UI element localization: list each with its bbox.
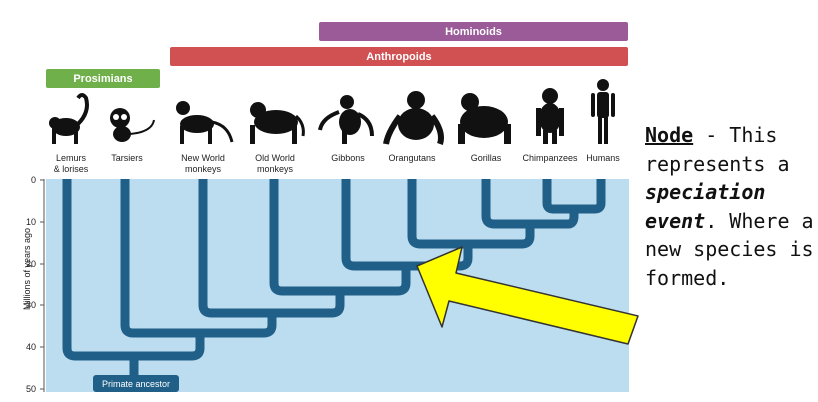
- axis-tick-20: 20: [26, 259, 44, 269]
- new-world-monkey-icon: [176, 101, 234, 144]
- chimpanzee-icon: [536, 88, 564, 144]
- species-label-old-world: Old World monkeys: [255, 153, 295, 174]
- gorilla-icon: [458, 93, 511, 144]
- lemur-icon: [49, 93, 89, 144]
- axis-tick-50: 50: [26, 384, 44, 394]
- tarsier-icon: [110, 108, 155, 142]
- tick-label-50: 50: [26, 384, 36, 394]
- node-term: Node: [645, 123, 694, 147]
- speciation-event-term: speciation event: [645, 180, 766, 233]
- silhouettes: [49, 79, 615, 145]
- orangutan-icon: [383, 91, 444, 145]
- axis-tick-30: 30: [26, 300, 44, 310]
- anthropoids-bar: Anthropoids: [170, 47, 628, 66]
- y-axis: 0 10 20 30 40 50: [26, 175, 45, 394]
- root-label: Primate ancestor: [102, 379, 170, 389]
- species-label-orangutans: Orangutans: [388, 153, 436, 163]
- note-text-1: - This represents a: [645, 123, 802, 176]
- node-pointer-arrow: [416, 246, 639, 345]
- species-label-lemurs: Lemurs & lorises: [53, 153, 89, 174]
- anthropoids-label: Anthropoids: [366, 50, 432, 63]
- hominoids-label: Hominoids: [445, 25, 502, 38]
- tick-label-40: 40: [26, 342, 36, 352]
- axis-tick-0: 0: [31, 175, 44, 185]
- root-node: Primate ancestor: [93, 375, 179, 392]
- tick-label-10: 10: [26, 217, 36, 227]
- prosimians-label: Prosimians: [73, 72, 133, 85]
- gibbon-icon: [318, 95, 374, 144]
- species-label-gorillas: Gorillas: [470, 153, 502, 163]
- y-axis-label: Millions of years ago: [22, 227, 32, 311]
- axis-tick-10: 10: [26, 217, 44, 227]
- node-explanation: Node - This represents a speciation even…: [645, 121, 817, 292]
- tick-label-0: 0: [31, 175, 36, 185]
- old-world-monkey-icon: [250, 102, 305, 144]
- tick-label-30: 30: [26, 300, 36, 310]
- species-label-new-world: New World monkeys: [181, 153, 225, 174]
- axis-tick-40: 40: [26, 342, 44, 352]
- species-label-tarsiers: Tarsiers: [111, 153, 143, 163]
- prosimians-bar: Prosimians: [46, 69, 160, 88]
- tree-branches: [62, 179, 606, 378]
- note-text-2: . Where a new species is formed.: [645, 208, 814, 290]
- human-icon: [591, 79, 615, 144]
- species-label-gibbons: Gibbons: [331, 153, 365, 163]
- species-label-chimpanzees: Chimpanzees: [522, 153, 578, 163]
- species-label-humans: Humans: [586, 153, 620, 163]
- tick-label-20: 20: [26, 259, 36, 269]
- hominoids-bar: Hominoids: [319, 22, 628, 41]
